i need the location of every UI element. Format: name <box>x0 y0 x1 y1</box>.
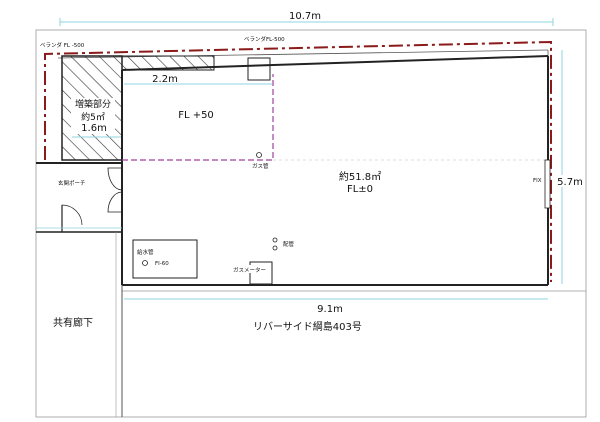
main-walls <box>121 55 549 286</box>
entrance-porch: 玄関ポーチ <box>36 162 123 233</box>
gas-pipe-label: ガス管 <box>252 162 269 170</box>
dimension-annex-width-label: 2.2m <box>152 74 178 85</box>
fix-window-label: FIX <box>533 178 542 184</box>
gas-meter-label: ガスメーター <box>233 266 266 274</box>
dimension-annex-depth: 1.6m <box>72 122 122 138</box>
raised-floor-label: FL +50 <box>178 110 214 121</box>
water-pipe-box: 給水管 FI-60 <box>132 239 198 279</box>
vent-box <box>247 57 271 81</box>
annex-title: 増築部分 <box>75 98 111 110</box>
dimension-annex-depth-label: 1.6m <box>81 123 107 134</box>
annex-area: 増築部分 約5㎡ <box>61 55 215 161</box>
balcony-right-label: ベランダFL-500 <box>244 35 285 43</box>
dimension-total-depth-label: 5.7m <box>557 177 583 188</box>
dimension-total-width-label: 10.7m <box>289 11 321 22</box>
outer-frame <box>35 29 587 418</box>
fix-window <box>544 159 551 209</box>
balcony-boundary <box>44 40 552 282</box>
main-area-label: 約51.8㎡ <box>339 170 381 183</box>
shared-corridor-label: 共有廊下 <box>53 316 93 329</box>
gas-meter: ガスメーター <box>231 261 273 285</box>
entrance-porch-label: 玄関ポーチ <box>58 179 86 187</box>
water-pipe-label: 給水管 <box>137 248 154 256</box>
main-floor-label: FL±0 <box>347 184 373 195</box>
building-name: リバーサイド綱島403号 <box>253 320 362 333</box>
dimension-total-width: 10.7m <box>59 11 554 26</box>
water-fl-label: FI-60 <box>155 261 169 267</box>
annex-area-label: 約5㎡ <box>81 111 105 123</box>
drain-pipe: 配管 <box>272 237 295 251</box>
gas-pipe: ガス管 <box>252 152 269 170</box>
dimension-total-depth: 5.7m <box>556 50 584 284</box>
balcony-left-label: ベランダ FL -500 <box>40 41 85 49</box>
raised-floor-area: FL +50 <box>122 74 274 161</box>
dimension-room-width: 9.1m <box>124 298 548 315</box>
dimension-annex-width: 2.2m <box>124 74 272 85</box>
drain-pipe-label: 配管 <box>283 240 295 248</box>
dimension-room-width-label: 9.1m <box>317 304 343 315</box>
